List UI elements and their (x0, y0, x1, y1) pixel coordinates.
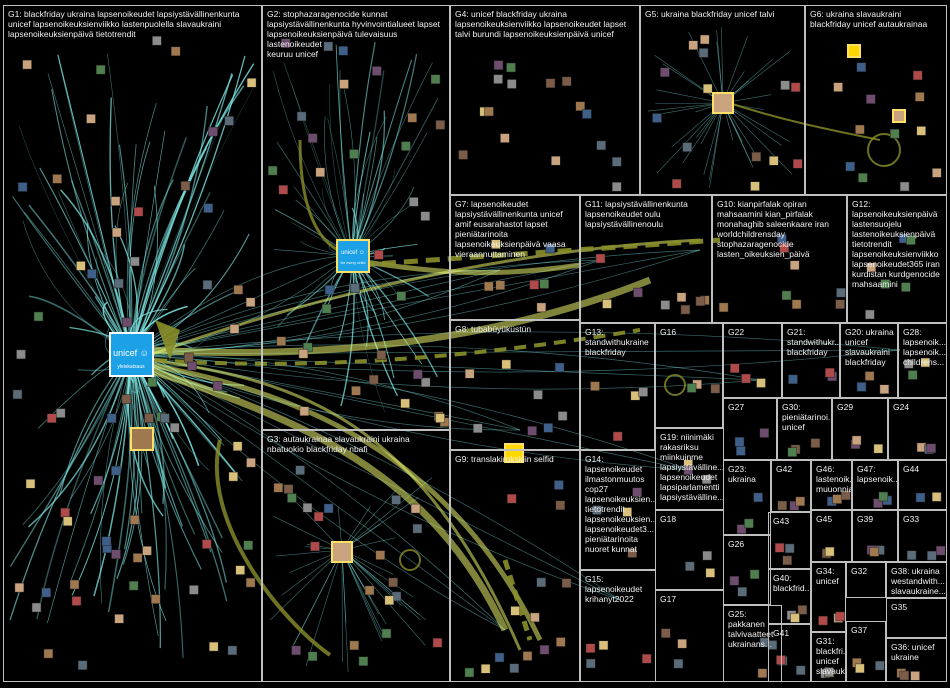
group-box-g36: G36: unicef ukraine (886, 638, 947, 682)
group-box-g32: G32 (846, 562, 886, 598)
group-label-g2: G2: stophazaragenocide kunnat lapsiystäv… (267, 9, 449, 59)
group-label-g21: G21: standwithukr... blackfriday (787, 327, 839, 357)
group-label-g15: G15: lapsenoikeudet krihanyt2022 (585, 574, 655, 604)
group-label-g42: G42 (776, 464, 810, 474)
group-box-g13: G13: standwithukraine blackfriday (580, 323, 655, 450)
group-box-g27: G27 (723, 398, 777, 460)
group-box-g18: G18 (655, 510, 724, 590)
group-label-g3: G3: autaukrainaa slavaukraini ukraina nb… (267, 434, 449, 454)
group-label-g8: G8: tubabüyüküstün (455, 324, 579, 334)
group-label-g45: G45 (816, 514, 851, 524)
group-label-g22: G22 (728, 327, 781, 337)
group-label-g35: G35 (891, 602, 946, 612)
group-box-g40: G40: blackfrid... (768, 569, 811, 624)
group-label-g14: G14: lapsenoikeudet ilmastonmuutos cop27… (585, 454, 655, 554)
group-label-g5: G5: ukraina blackfriday unicef talvi (645, 9, 804, 19)
group-label-g11: G11: lapsiystävällinenkunta lapsenoikeud… (585, 199, 711, 229)
group-box-g6: G6: ukraina slavaukraini blackfriday uni… (805, 5, 947, 195)
group-label-g20: G20: ukraina unicef slavaukraini blackfr… (845, 327, 897, 367)
group-box-g4: G4: unicef blackfriday ukraina lapsenoik… (450, 5, 640, 195)
group-box-g30: G30: pieniätarinoi... unicef (777, 398, 832, 460)
group-box-g46: G46: lastenoik... muuonnia (811, 460, 852, 510)
group-box-g1: G1: blackfriday ukraina lapsenoikeudet l… (3, 5, 262, 682)
group-label-g36: G36: unicef ukraine (891, 642, 946, 662)
group-label-g24: G24 (893, 402, 946, 412)
group-label-g43: G43 (773, 516, 810, 526)
group-label-g23: G23: ukraina (728, 464, 770, 484)
group-label-g19: G19: niinimäki rakasriksu miinkuinme lap… (660, 432, 723, 502)
group-box-g39: G39 (852, 510, 898, 562)
group-box-g3: G3: autaukrainaa slavaukraini ukraina nb… (262, 430, 450, 682)
group-box-g31: G31: blackfri... unicef slavauk... (811, 632, 846, 682)
group-label-g38: G38: ukraina westandwith... slavaukraine… (891, 566, 946, 596)
group-box-g12: G12: lapsenoikeuksienpäivä lastensuojelu… (847, 195, 947, 323)
group-box-g41: G41 (768, 624, 811, 682)
group-box-g7: G7: lapsenoikeudet lapsiystävällinenkunt… (450, 195, 580, 320)
group-label-g31: G31: blackfri... unicef slavauk... (816, 636, 845, 676)
group-label-g29: G29 (837, 402, 887, 412)
group-box-g8: G8: tubabüyüküstün (450, 320, 580, 450)
group-label-g6: G6: ukraina slavaukraini blackfriday uni… (810, 9, 946, 29)
group-box-g43: G43 (768, 512, 811, 569)
group-box-g23: G23: ukraina (723, 460, 771, 535)
group-box-g16: G16 (655, 323, 723, 428)
group-box-g10: G10: kianpirfalak opiran mahsaamini kian… (712, 195, 847, 323)
group-label-g17: G17 (660, 594, 723, 604)
group-label-g46: G46: lastenoik... muuonnia (816, 464, 851, 494)
group-box-g15: G15: lapsenoikeudet krihanyt2022 (580, 570, 656, 682)
group-label-g33: G33 (903, 514, 946, 524)
group-box-g42: G42 (771, 460, 811, 512)
group-box-g22: G22 (723, 323, 782, 398)
group-box-g37: G37 (846, 621, 886, 682)
group-label-g39: G39 (857, 514, 897, 524)
group-label-g27: G27 (728, 402, 776, 412)
group-box-g11: G11: lapsiystävällinenkunta lapsenoikeud… (580, 195, 712, 323)
group-box-g21: G21: standwithukr... blackfriday (782, 323, 840, 398)
group-label-g41: G41 (773, 628, 810, 638)
group-box-g44: G44 (898, 460, 947, 510)
group-box-g29: G29 (832, 398, 888, 460)
group-box-g17: G17 (655, 590, 724, 682)
group-label-g34: G34: unicef (816, 566, 845, 586)
group-label-g40: G40: blackfrid... (773, 573, 810, 593)
group-label-g9: G9: translakirokskiin selfid (455, 454, 579, 464)
group-box-g35: G35 (886, 598, 947, 638)
group-box-g24: G24 (888, 398, 947, 460)
group-box-g45: G45 (811, 510, 852, 562)
group-label-g1: G1: blackfriday ukraina lapsenoikeudet l… (8, 9, 261, 39)
group-label-g7: G7: lapsenoikeudet lapsiystävällinenkunt… (455, 199, 579, 259)
group-box-g33: G33 (898, 510, 947, 562)
group-box-g28: G28: lapsenoik... lapsenoik... childrens… (898, 323, 947, 398)
group-box-g2: G2: stophazaragenocide kunnat lapsiystäv… (262, 5, 450, 430)
group-label-g37: G37 (851, 625, 885, 635)
group-box-g47: G47: lapsenoik... (852, 460, 898, 510)
group-label-g44: G44 (903, 464, 946, 474)
group-label-g10: G10: kianpirfalak opiran mahsaamini kian… (717, 199, 846, 259)
group-box-g34: G34: unicef (811, 562, 846, 632)
group-label-g12: G12: lapsenoikeuksienpäivä lastensuojelu… (852, 199, 946, 289)
group-label-g32: G32 (851, 566, 885, 576)
group-box-g5: G5: ukraina blackfriday unicef talvi (640, 5, 805, 195)
group-label-g18: G18 (660, 514, 723, 524)
group-box-g26: G26 (723, 535, 771, 605)
group-box-g14: G14: lapsenoikeudet ilmastonmuutos cop27… (580, 450, 656, 570)
group-box-g19: G19: niinimäki rakasriksu miinkuinme lap… (655, 428, 724, 510)
group-box-g38: G38: ukraina westandwith... slavaukraine… (886, 562, 947, 598)
group-label-g26: G26 (728, 539, 770, 549)
group-box-g20: G20: ukraina unicef slavaukraini blackfr… (840, 323, 898, 398)
group-label-g47: G47: lapsenoik... (857, 464, 897, 484)
group-label-g13: G13: standwithukraine blackfriday (585, 327, 654, 357)
group-box-g9: G9: translakirokskiin selfid (450, 450, 580, 682)
group-label-g16: G16 (660, 327, 722, 337)
group-label-g28: G28: lapsenoik... lapsenoik... childrens… (903, 327, 946, 367)
group-label-g30: G30: pieniätarinoi... unicef (782, 402, 831, 432)
group-label-g4: G4: unicef blackfriday ukraina lapsenoik… (455, 9, 639, 39)
